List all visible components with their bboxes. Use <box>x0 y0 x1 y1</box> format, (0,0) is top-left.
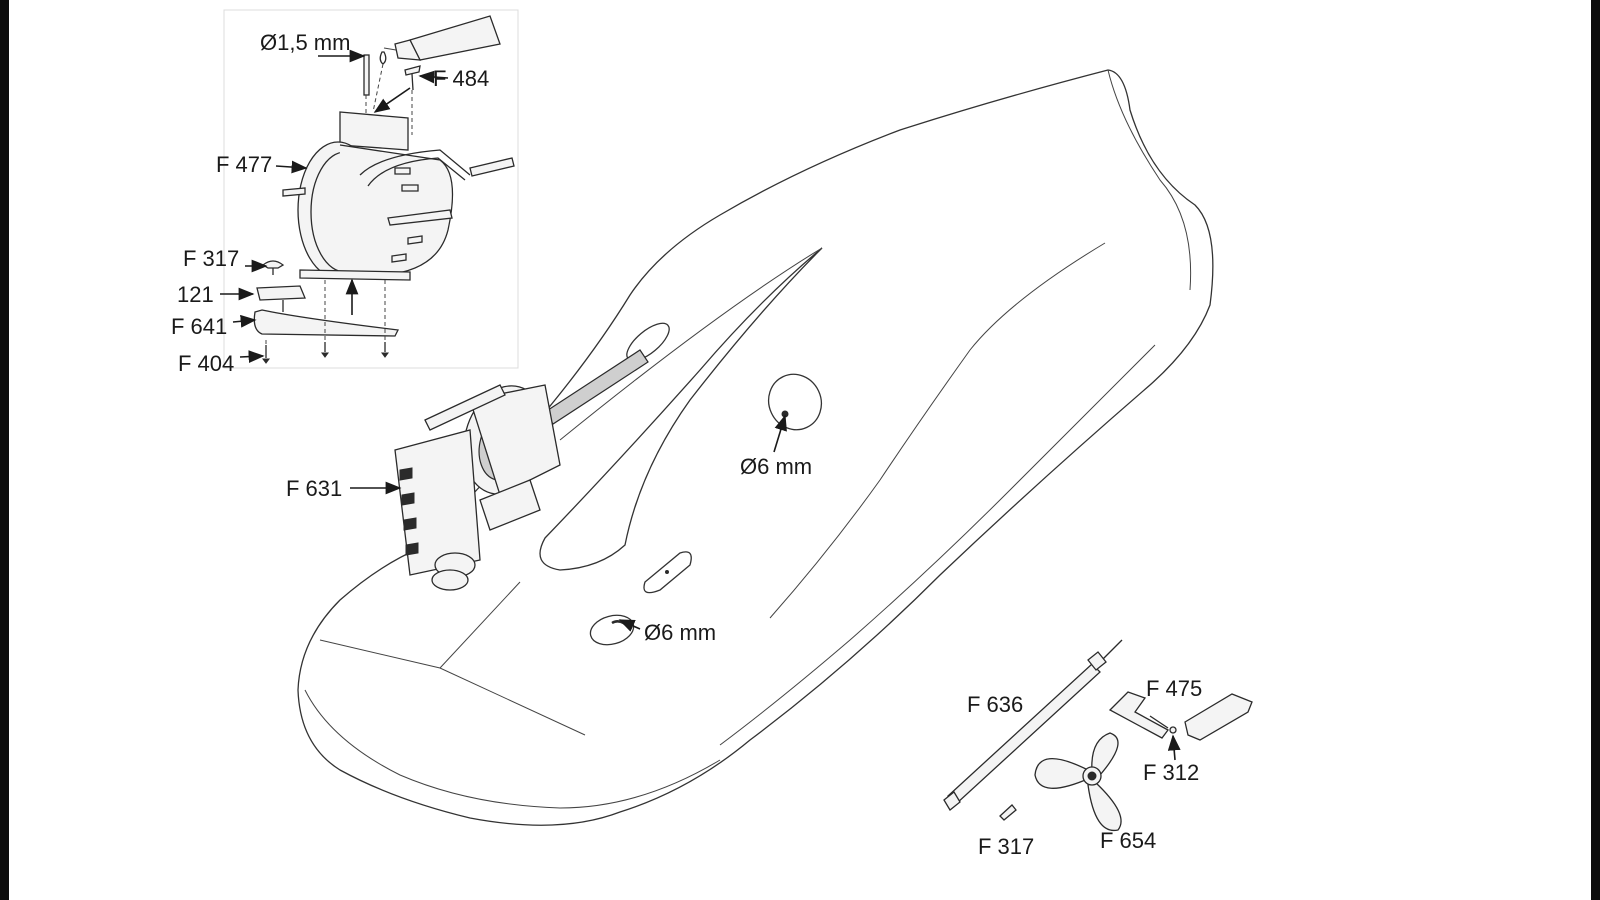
right-frame-bar <box>1591 0 1600 900</box>
inset-detail-panel <box>223 9 519 369</box>
label-diameter-6-lower: Ø6 mm <box>644 620 716 645</box>
label-f475: F 475 <box>1146 676 1202 701</box>
label-diameter-6-upper: Ø6 mm <box>740 454 812 479</box>
label-f636: F 636 <box>967 692 1023 717</box>
label-f477: F 477 <box>216 152 272 177</box>
label-f654: F 654 <box>1100 828 1156 853</box>
propeller-f654 <box>1034 732 1122 832</box>
label-f641: F 641 <box>171 314 227 339</box>
screw-f317 <box>999 804 1017 821</box>
brackets-f475 <box>1108 691 1253 741</box>
label-f404: F 404 <box>178 351 234 376</box>
shaft-f636 <box>943 639 1123 811</box>
label-121: 121 <box>177 282 214 307</box>
left-frame-bar <box>0 0 9 900</box>
label-diameter-1-5: Ø1,5 mm <box>260 30 350 55</box>
label-f484: F 484 <box>433 66 489 91</box>
label-f631: F 631 <box>286 476 342 501</box>
mounted-drive-unit <box>394 349 649 591</box>
callout-arrows <box>220 49 1181 761</box>
label-f317-inset: F 317 <box>183 246 239 271</box>
label-f312: F 312 <box>1143 760 1199 785</box>
label-f317-bottom: F 317 <box>978 834 1034 859</box>
